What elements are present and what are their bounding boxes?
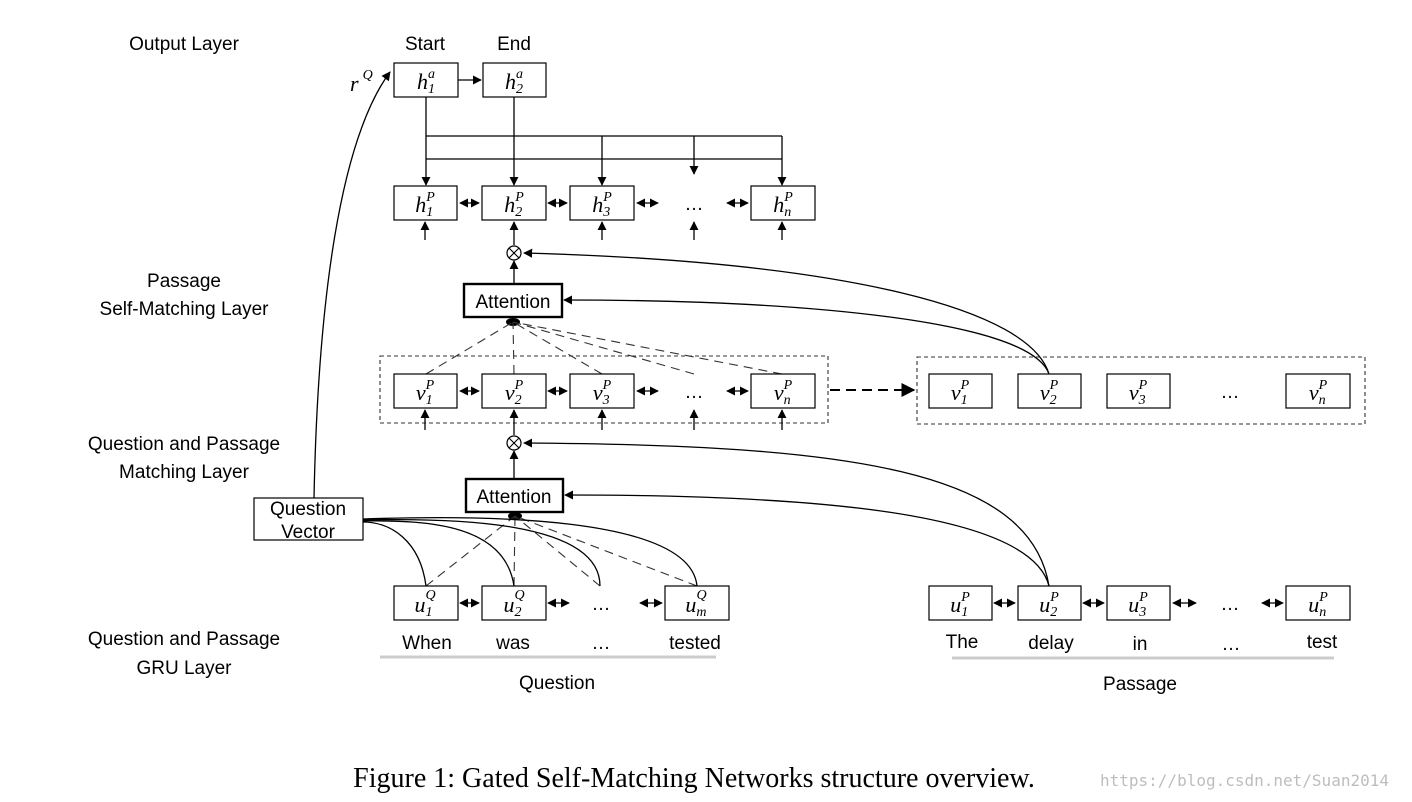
output-layer-label: Output Layer — [129, 34, 240, 55]
uq-m-box — [664, 585, 730, 621]
vp-n-label: vnP — [774, 378, 793, 408]
question-label: Question — [519, 673, 595, 694]
up-n-label: unP — [1308, 590, 1328, 620]
end-label: End — [497, 34, 531, 55]
up-1-box — [928, 585, 993, 621]
up-3-label: u3P — [1128, 590, 1148, 620]
hp-ellipsis: … — [685, 194, 704, 215]
vp-right-1-label: v1P — [951, 378, 970, 408]
output-h2-label: h2a — [505, 67, 523, 97]
up-3-box — [1106, 585, 1171, 621]
vp-right-row: v1P v2P v3P vnP … — [928, 373, 1351, 409]
vp-right-container — [916, 356, 1366, 425]
vp-right-n-box — [1285, 373, 1351, 409]
self-matching-attention-label: Attention — [476, 292, 551, 313]
qp-attention-box — [464, 477, 565, 514]
vp-row: v1P v2P v3P vnP … — [393, 373, 816, 430]
passage-word: The — [946, 632, 979, 653]
output-broadcast-lines — [421, 97, 787, 186]
vp-1-box — [393, 373, 458, 409]
hp-2-label: h2P — [504, 190, 524, 220]
hp-3-box — [569, 185, 635, 221]
vp-3-label: v3P — [593, 378, 612, 408]
vp-3-box — [569, 373, 635, 409]
vp-left-container — [379, 355, 829, 424]
vp-right-ellipsis: … — [1221, 382, 1240, 403]
start-label: Start — [405, 34, 446, 55]
passage-word: … — [1222, 634, 1241, 655]
passage-word: in — [1133, 634, 1148, 655]
passage-words: The delay in … test — [946, 632, 1338, 655]
vp-2-label: v2P — [505, 378, 524, 408]
self-matching-layer-label-line1: Passage — [147, 271, 221, 292]
qp-attention-links — [425, 515, 698, 587]
vp-right-3-label: v3P — [1129, 378, 1148, 408]
watermark: https://blog.csdn.net/Suan2014 — [1100, 771, 1389, 790]
hp-n-label: hnP — [773, 190, 793, 220]
question-word: tested — [669, 633, 721, 654]
vp-1-label: v1P — [416, 378, 435, 408]
up-2-label: u2P — [1039, 590, 1059, 620]
self-matching-attention-box — [462, 282, 564, 319]
up2-to-qp-gate-curve — [523, 438, 1050, 587]
self-matching-layer-label-line2: Self-Matching Layer — [100, 299, 270, 320]
layer-labels: Output Layer Passage Self-Matching Layer… — [88, 34, 280, 679]
vp-2-box — [481, 373, 547, 409]
uq-1-label: u1Q — [414, 588, 435, 620]
figure-caption: Figure 1: Gated Self-Matching Networks s… — [353, 763, 1035, 794]
hp-row: h1P h2P h3P hnP … — [393, 185, 816, 240]
gru-layer-label-line1: Question and Passage — [88, 629, 280, 650]
hp-3-label: h3P — [592, 190, 612, 220]
uq-1-box — [393, 585, 459, 621]
uq-2-box — [481, 585, 547, 621]
output-h2-box — [482, 62, 547, 98]
vp-right-1-box — [928, 373, 993, 409]
question-vector-label-line2: Vector — [281, 522, 336, 543]
uq-2-label: u2Q — [503, 588, 524, 620]
qp-attention-label: Attention — [477, 487, 552, 508]
vp-n-box — [750, 373, 816, 409]
vp-right-2-box — [1017, 373, 1082, 409]
hp-n-box — [750, 185, 816, 221]
up-2-box — [1017, 585, 1082, 621]
up2-to-qp-attention-curve — [564, 490, 1050, 587]
hp-1-box — [393, 185, 458, 221]
uq-ellipsis: … — [592, 594, 611, 615]
up-row: u1P u2P u3P unP … — [928, 585, 1351, 621]
passage-label: Passage — [1103, 674, 1177, 695]
vp-right-n-label: vnP — [1309, 378, 1328, 408]
output-h1-box — [393, 62, 459, 98]
uq-m-label: umQ — [685, 588, 706, 620]
vp-right-to-self-attention-curve — [563, 295, 1050, 375]
question-vector-label-line1: Question — [270, 499, 346, 520]
vp-right-to-self-gate-curve — [523, 248, 1050, 375]
question-word: When — [402, 633, 452, 654]
vp-ellipsis: … — [685, 382, 704, 403]
passage-word: delay — [1028, 633, 1074, 654]
hp-1-label: h1P — [415, 190, 435, 220]
uq-row: u1Q u2Q umQ … — [393, 585, 730, 621]
up-n-box — [1285, 585, 1351, 621]
output-h1-label: h1a — [417, 67, 435, 97]
question-word: … — [592, 633, 611, 654]
qp-matching-layer-label-line1: Question and Passage — [88, 434, 280, 455]
qp-matching-gate-icon — [506, 435, 522, 451]
qp-matching-layer-label-line2: Matching Layer — [119, 462, 250, 483]
up-ellipsis: … — [1221, 594, 1240, 615]
vp-right-2-label: v2P — [1040, 378, 1059, 408]
up-1-label: u1P — [950, 590, 970, 620]
question-words: When was … tested — [402, 633, 721, 654]
vp-right-3-box — [1106, 373, 1171, 409]
hp-2-box — [481, 185, 547, 221]
self-matching-attention-links — [425, 321, 783, 375]
uq-to-question-vector-curves — [362, 516, 698, 587]
question-vector-to-rq-curve — [313, 71, 391, 499]
gru-layer-label-line2: GRU Layer — [136, 658, 232, 679]
self-matching-gate-icon — [506, 245, 522, 261]
question-word: was — [495, 633, 530, 654]
passage-word: test — [1307, 632, 1338, 653]
